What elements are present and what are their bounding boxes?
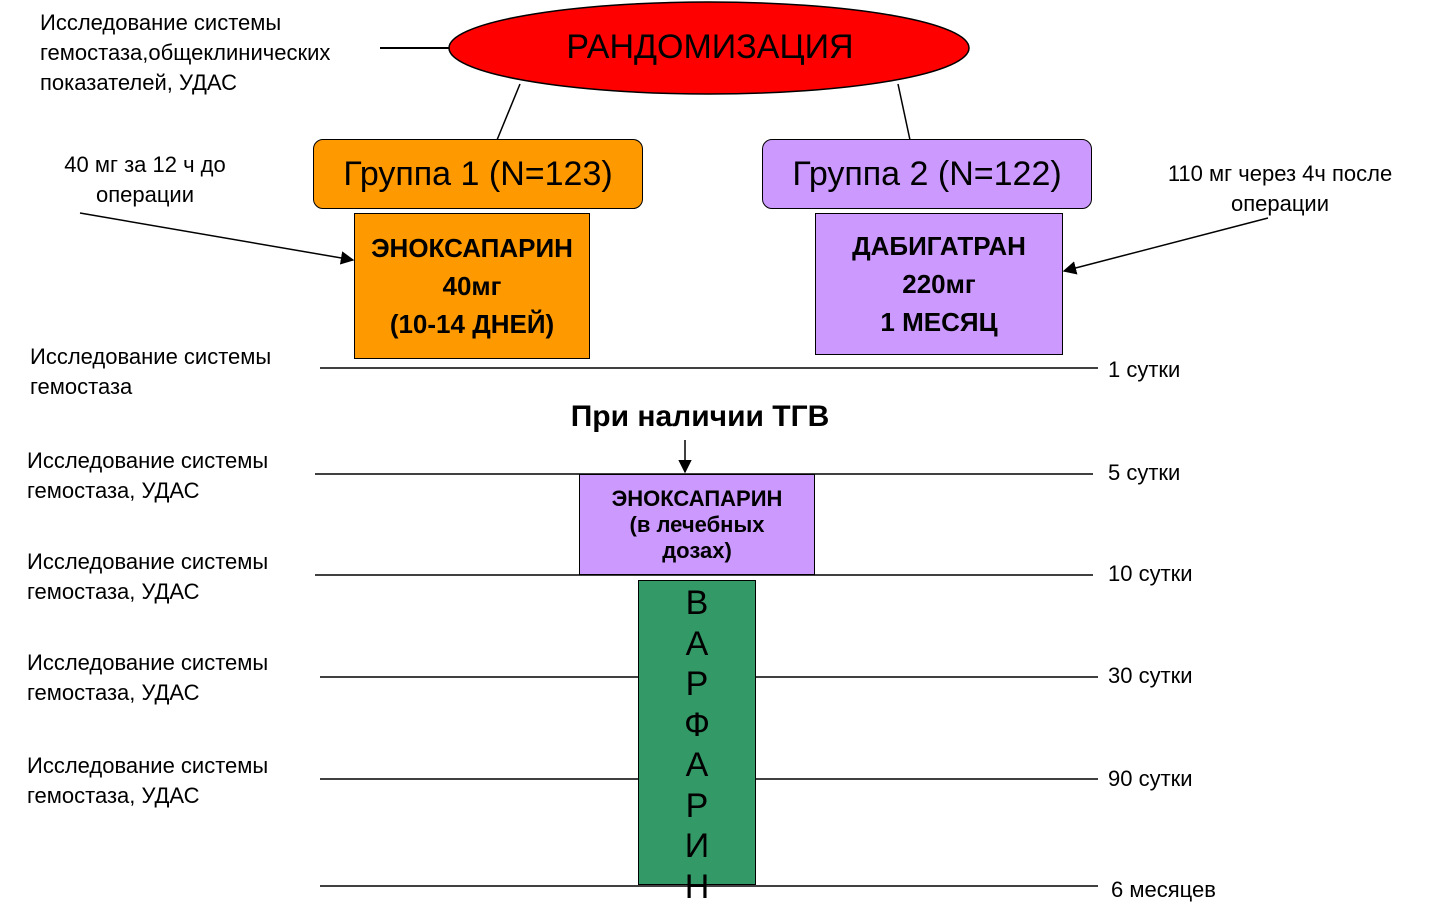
enoxaparin-box: ЭНОКСАПАРИН 40мг (10-14 ДНЕЙ) — [354, 213, 590, 359]
group2-note-arrow — [1062, 217, 1269, 275]
enoxaparin-duration: (10-14 ДНЕЙ) — [389, 309, 555, 339]
group1-note-line: операции — [95, 182, 195, 207]
enoxaparin-treatment-line: (в лечебных — [629, 511, 765, 537]
group1-note: 40 мг за 12 ч до операции — [30, 150, 260, 210]
timeline-left-line: Исследование системы — [30, 344, 272, 369]
top-note-line: Исследование системы — [40, 10, 282, 35]
timeline-day-90: 90 сутки — [1108, 766, 1193, 791]
enoxaparin-treatment-line: ЭНОКСАПАРИН — [611, 485, 783, 511]
group2-connector — [897, 83, 911, 141]
timeline-day-1: 1 сутки — [1108, 357, 1181, 382]
group1-note-line: 40 мг за 12 ч до — [64, 152, 226, 177]
timeline-left-label-5: Исследование системы гемостаза, УДАС — [27, 751, 268, 811]
group2-note-line: операции — [1230, 191, 1330, 216]
warfarin-letter: Р — [685, 665, 709, 703]
warfarin-letter: Ф — [684, 705, 710, 744]
enoxaparin-line: ЭНОКСАПАРИН — [371, 233, 573, 263]
timeline-day-30: 30 сутки — [1108, 663, 1193, 688]
group1-connector — [496, 83, 521, 141]
group2-note-line: 110 мг через 4ч после — [1167, 161, 1393, 186]
dabigatran-duration: 1 МЕСЯЦ — [880, 307, 998, 337]
timeline-left-line: гемостаза, УДАС — [27, 579, 200, 604]
timeline-left-line: гемостаза, УДАС — [27, 783, 200, 808]
dabigatran-dose: 220мг — [902, 269, 976, 299]
warfarin-letter: Н — [684, 867, 710, 906]
group1-label: Группа 1 (N=123) — [343, 154, 613, 193]
timeline-day-10: 10 сутки — [1108, 561, 1193, 586]
timeline-left-label-4: Исследование системы гемостаза, УДАС — [27, 648, 268, 708]
timeline-left-label-1: Исследование системы гемостаза — [30, 342, 271, 402]
warfarin-letter: И — [684, 827, 710, 865]
timeline-left-line: Исследование системы — [27, 549, 269, 574]
top-note-line: гемостаза,общеклинических — [40, 40, 331, 65]
warfarin-letter: А — [685, 746, 709, 784]
top-note: Исследование системы гемостаза,общеклини… — [40, 8, 330, 98]
group2-note: 110 мг через 4ч после операции — [1140, 159, 1420, 219]
warfarin-letter: А — [685, 624, 709, 663]
group1-note-arrow — [79, 212, 355, 265]
randomization-label: РАНДОМИЗАЦИЯ — [566, 28, 854, 66]
group1-box: Группа 1 (N=123) — [313, 139, 643, 209]
warfarin-box: В А Р Ф А Р И Н — [638, 580, 756, 906]
timeline-left-label-3: Исследование системы гемостаза, УДАС — [27, 547, 268, 607]
timeline-left-line: гемостаза, УДАС — [27, 478, 200, 503]
dabigatran-box: ДАБИГАТРАН 220мг 1 МЕСЯЦ — [815, 213, 1063, 355]
warfarin-letter: В — [685, 584, 709, 622]
top-note-line: показателей, УДАС — [40, 70, 237, 95]
timeline-left-line: гемостаза — [30, 374, 133, 399]
enoxaparin-treatment-box: ЭНОКСАПАРИН (в лечебных дозах) — [579, 474, 815, 575]
dabigatran-line: ДАБИГАТРАН — [852, 231, 1026, 261]
timeline-day-5: 5 сутки — [1108, 460, 1181, 485]
timeline-left-line: Исследование системы — [27, 448, 269, 473]
tgv-heading: При наличии ТГВ — [570, 400, 830, 433]
enoxaparin-dose: 40мг — [442, 271, 502, 301]
warfarin-letter: Р — [685, 786, 709, 825]
timeline-left-line: гемостаза, УДАС — [27, 680, 200, 705]
timeline-6-months: 6 месяцев — [1111, 877, 1216, 902]
group2-box: Группа 2 (N=122) — [762, 139, 1092, 209]
timeline-left-label-2: Исследование системы гемостаза, УДАС — [27, 446, 268, 506]
group2-label: Группа 2 (N=122) — [792, 154, 1062, 193]
timeline-left-line: Исследование системы — [27, 753, 269, 778]
enoxaparin-treatment-line: дозах) — [662, 537, 732, 563]
timeline-left-line: Исследование системы — [27, 650, 269, 675]
